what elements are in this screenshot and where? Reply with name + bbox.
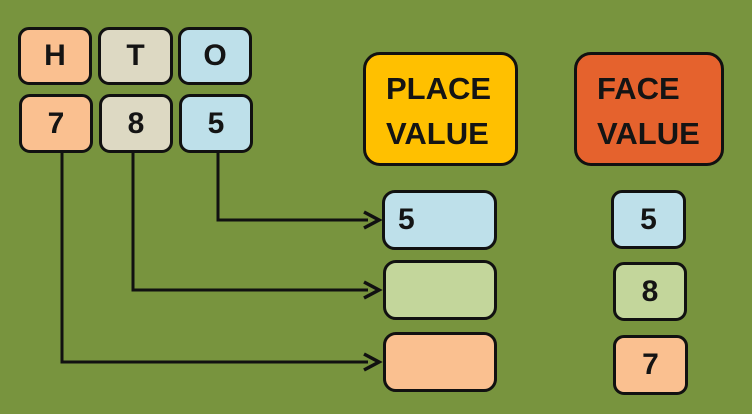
face-value-header: FACE VALUE [574,52,724,166]
hundreds-digit-box: 7 [19,94,93,153]
hundreds-digit: 7 [47,106,65,140]
place-value-header-line2: VALUE [386,116,489,151]
place-value-result-hundreds [383,332,497,392]
place-value-result-tens [383,260,497,320]
ones-digit-box: 5 [179,94,253,153]
hundreds-letter-box: H [18,27,92,85]
ones-letter-box: O [178,27,252,85]
place-value-result-ones-text: 5 [398,203,415,236]
ones-digit: 5 [207,106,225,140]
arrow-tens-to-place-value [131,153,383,300]
face-value-header-line1: FACE [597,71,680,106]
face-value-result-hundreds: 7 [613,335,688,395]
place-value-header: PLACE VALUE [363,52,518,166]
arrow-ones-to-place-value [216,153,383,230]
face-value-header-line2: VALUE [597,116,700,151]
tens-letter: T [126,39,145,72]
face-value-result-hundreds-text: 7 [642,348,659,381]
place-value-result-ones: 5 [382,190,497,250]
face-value-result-ones-text: 5 [640,202,657,236]
tens-digit: 8 [127,106,145,140]
place-value-header-line1: PLACE [386,71,492,106]
tens-letter-box: T [98,27,173,85]
hundreds-letter: H [44,39,66,72]
face-value-result-tens: 8 [613,262,687,321]
ones-letter: O [203,39,227,72]
face-value-result-ones: 5 [611,190,686,249]
arrow-hundreds-to-place-value [60,153,383,372]
face-value-result-tens-text: 8 [641,274,659,308]
tens-digit-box: 8 [99,94,173,153]
